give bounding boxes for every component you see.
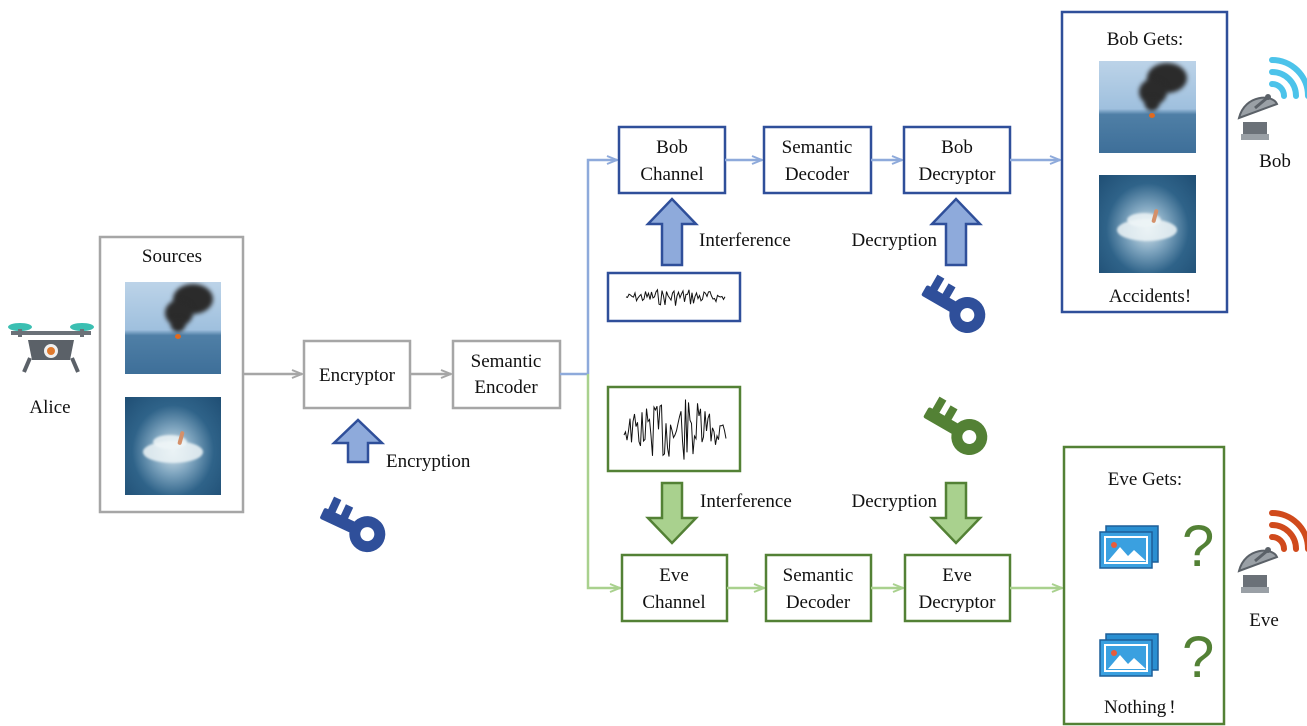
eve-gets-box (1062, 445, 1226, 726)
source-drowning-photo (125, 397, 221, 495)
bob-decoder-line1: Semantic (782, 137, 853, 158)
question-mark-icon-1: ? (1182, 514, 1214, 579)
eve-branch-arrow (586, 374, 620, 588)
encryptor-label: Encryptor (319, 365, 396, 386)
alice-label: Alice (29, 397, 70, 418)
eve-semantic-decoder-box (764, 553, 873, 623)
bob-decryptor-line2: Decryptor (918, 164, 996, 185)
question-mark-icon-2: ? (1182, 625, 1214, 690)
bob-label: Bob (1259, 151, 1291, 172)
bob-gets-footer: Accidents! (1109, 286, 1191, 307)
eve-noise-waveform (623, 399, 727, 460)
bob-decryption-arrow (929, 197, 983, 267)
eve-decoder-line2: Decoder (786, 592, 851, 613)
encryptor-box (302, 339, 412, 410)
bob-branch-arrow (586, 160, 617, 374)
eve-image-placeholder-icon-1 (1099, 525, 1159, 569)
bob-noise-waveform (625, 288, 726, 306)
encryption-label: Encryption (386, 451, 471, 472)
semantic-encoder-line2: Encoder (474, 377, 538, 398)
sources-title: Sources (142, 246, 202, 267)
bob-gets-box (1060, 10, 1229, 314)
eve-gets-footer: Nothing! (1104, 697, 1176, 718)
bob-decryption-label: Decryption (852, 230, 938, 251)
encryption-arrow (330, 418, 386, 464)
encryption-key-icon (314, 494, 393, 559)
eve-decryption-label: Decryption (852, 491, 938, 512)
bob-interference-arrow (645, 197, 699, 267)
bob-channel-line2: Channel (640, 164, 703, 185)
eve-decryptor-box (903, 553, 1012, 623)
eve-decoder-line1: Semantic (783, 565, 854, 586)
bob-key-icon (915, 272, 993, 340)
eve-signal-icon (1269, 510, 1307, 552)
bob-interference-label: Interference (699, 230, 791, 251)
bob-smoke-photo (1099, 61, 1196, 153)
eve-satellite-dish-icon (1237, 545, 1279, 595)
eve-interference-arrow (645, 481, 699, 545)
bob-decoder-line2: Decoder (785, 164, 850, 185)
drone-icon (8, 323, 94, 373)
eve-decryptor-line1: Eve (942, 565, 972, 586)
eve-image-placeholder-icon-2 (1099, 633, 1159, 677)
eve-channel-line2: Channel (642, 592, 705, 613)
bob-channel-line1: Bob (656, 137, 688, 158)
bob-drowning-photo (1099, 175, 1196, 273)
bob-semantic-decoder-box (762, 125, 873, 195)
bob-noise-box (606, 271, 742, 323)
eve-label: Eve (1249, 610, 1279, 631)
semantic-encoder-line1: Semantic (471, 351, 542, 372)
eve-gets-title: Eve Gets: (1108, 469, 1182, 490)
eve-decryptor-line2: Decryptor (918, 592, 996, 613)
eve-key-icon (917, 394, 995, 462)
bob-decryptor-line1: Bob (941, 137, 973, 158)
eve-channel-line1: Eve (659, 565, 689, 586)
bob-gets-title: Bob Gets: (1107, 29, 1184, 50)
eve-interference-label: Interference (700, 491, 792, 512)
bob-satellite-dish-icon (1237, 92, 1279, 142)
bob-signal-icon (1269, 57, 1307, 99)
eve-decryption-arrow (929, 481, 983, 545)
eve-channel-box (620, 553, 729, 623)
source-smoke-photo (125, 282, 221, 374)
eve-noise-box (606, 385, 742, 473)
semantic-encoder-box (451, 339, 562, 410)
